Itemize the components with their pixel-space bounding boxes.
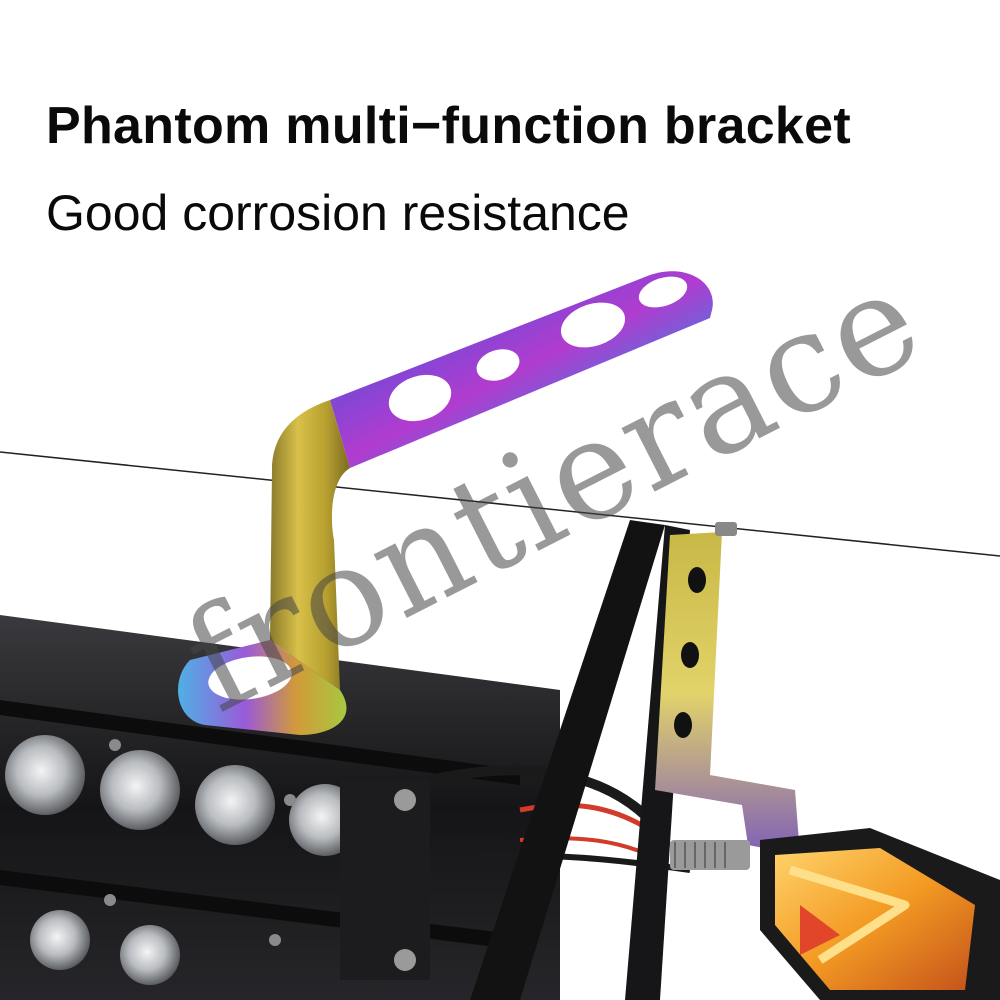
headline: Phantom multi−function bracket [46, 97, 851, 155]
mounted-bracket [655, 522, 800, 870]
divider-line [0, 451, 1000, 557]
light-bar [0, 615, 560, 1000]
turn-signal [760, 828, 1000, 1000]
subheadline: Good corrosion resistance [46, 185, 630, 241]
bracket-image [178, 271, 713, 735]
